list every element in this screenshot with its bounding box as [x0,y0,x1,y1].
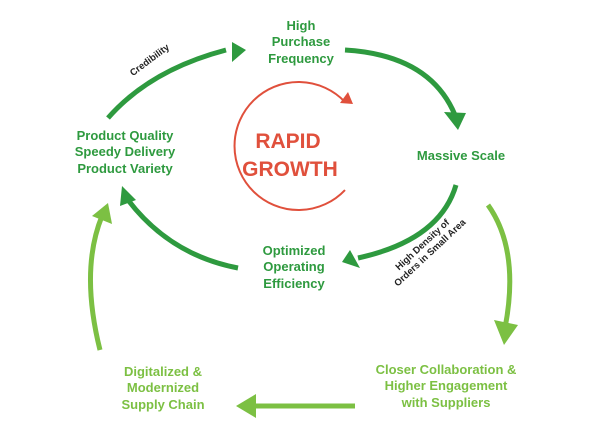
node-label: Purchase [271,34,331,50]
node-label: Operating [263,259,325,275]
node-digitalized-supply-chain: Digitalized & Modernized Supply Chain [104,364,222,413]
arrow-massive-to-closer-head [494,320,518,345]
node-label: High [286,18,316,33]
node-label: Efficiency [263,275,325,291]
node-label: Product Quality [76,128,174,143]
node-label: Higher Engagement [384,378,508,394]
center-title-line1: RAPID [255,130,320,153]
center-title-line2: GROWTH [242,158,338,181]
node-label: Product Variety [77,160,173,176]
arrow-massive-to-optimized-head [342,250,360,268]
center-circle [233,81,346,211]
node-label: Digitalized & [123,364,202,379]
arrow-digitalized-to-product-head [92,203,112,224]
arrow-high-to-massive [344,47,458,116]
node-massive-scale: Massive Scale [405,148,517,164]
arrow-high-to-massive-head [444,112,466,130]
arrow-optimized-to-product-head [120,186,136,206]
node-label: Massive Scale [416,148,506,163]
node-label: Supply Chain [121,396,205,412]
node-high-purchase-frequency: High Purchase Frequency [254,18,348,67]
arrow-massive-to-optimized [357,184,459,261]
node-label: Modernized [126,380,200,396]
node-label: Frequency [268,50,334,66]
node-label: Optimized [262,243,326,258]
arrow-product-to-high-head [232,42,246,62]
center-circle-arrowhead [340,92,353,104]
node-label: Speedy Delivery [74,144,176,160]
node-label: Closer Collaboration & [375,362,517,377]
arrow-digitalized-to-product [88,215,105,351]
arrow-massive-to-closer [485,203,513,329]
node-closer-collaboration: Closer Collaboration & Higher Engagement… [352,362,540,411]
arrow-closer-to-digitalized-head [236,394,256,418]
arrow-optimized-to-product [126,198,239,271]
node-product-quality: Product Quality Speedy Delivery Product … [60,128,190,177]
arrow-product-to-high [106,47,227,120]
node-optimized-operating-efficiency: Optimized Operating Efficiency [244,243,344,292]
node-label: with Suppliers [401,394,491,410]
